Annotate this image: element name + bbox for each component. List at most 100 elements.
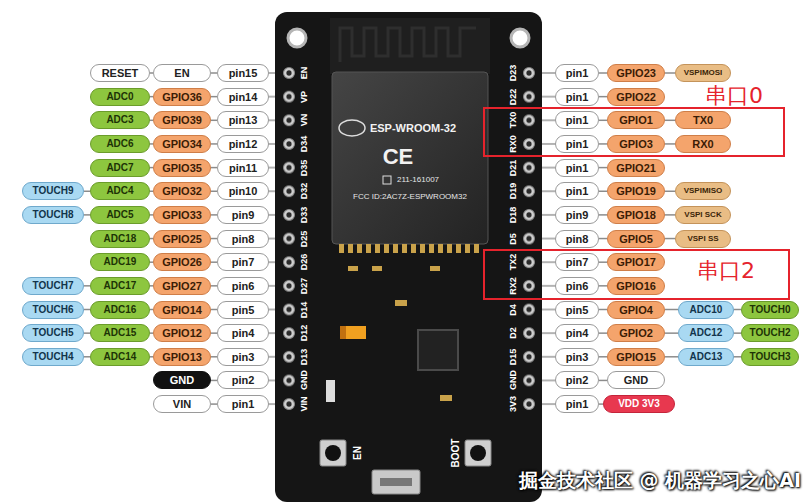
pill-text: pin6 <box>232 278 255 294</box>
gpio-pill: GPIO21 <box>607 159 665 177</box>
blue-pill: TOUCH4 <box>22 348 84 366</box>
pin-pill: pin6 <box>217 277 269 295</box>
pill-text: GND <box>170 372 194 388</box>
pill-text: VSPI SS <box>687 231 718 247</box>
silkscreen-label: D4 <box>509 304 519 316</box>
gpio-pill: GPIO19 <box>607 182 665 200</box>
blue-pill: TOUCH8 <box>22 206 84 224</box>
gpio-pill: GPIO15 <box>607 348 665 366</box>
pill-text: ADC10 <box>690 302 723 318</box>
pin-pill: pin5 <box>217 301 269 319</box>
pin-pill: VIN <box>153 395 211 413</box>
silkscreen-label: VN <box>300 114 310 127</box>
pill-text: RESET <box>102 65 139 81</box>
pill-text: pin2 <box>232 372 255 388</box>
power-pill: VDD 3V3 <box>603 395 675 413</box>
gpio-pill: GPIO23 <box>607 64 665 82</box>
pin-connector <box>599 72 607 74</box>
registered-mark <box>383 176 391 184</box>
pill-text: ADC4 <box>106 183 133 199</box>
pin-pill: pin8 <box>217 230 269 248</box>
silkscreen-label: D25 <box>300 230 310 247</box>
gpio-pill: GPIO17 <box>607 253 665 271</box>
pin-pill: EN <box>153 64 211 82</box>
pin-connector <box>665 332 678 334</box>
pill-text: GPIO21 <box>616 160 656 176</box>
pill-text: pin5 <box>232 302 255 318</box>
silkscreen-label: EN <box>300 67 310 80</box>
pill-text: GPIO12 <box>162 325 202 341</box>
pill-text: pin4 <box>566 325 589 341</box>
antenna-area <box>330 18 490 74</box>
pin-connector <box>665 238 675 240</box>
ce-mark: CE <box>383 145 414 169</box>
pill-text: GPIO33 <box>162 207 202 223</box>
pill-text: GPIO2 <box>619 325 653 341</box>
pill-text: TOUCH2 <box>750 325 791 341</box>
mounting-hole <box>511 29 529 47</box>
wifi-logo <box>339 120 365 136</box>
pill-text: pin8 <box>232 231 255 247</box>
pill-text: pin3 <box>232 349 255 365</box>
green-pill: ADC4 <box>90 182 150 200</box>
tantalum-capacitor <box>340 326 366 339</box>
button-cap <box>325 445 341 461</box>
usb-uart-chip <box>418 330 458 370</box>
gpio-pill: GPIO18 <box>607 206 665 224</box>
pin-pill: pin14 <box>217 88 269 106</box>
pill-text: TOUCH0 <box>750 302 791 318</box>
silkscreen-label: D32 <box>300 183 310 200</box>
gpio-pill: GPIO25 <box>153 230 211 248</box>
pill-text: pin15 <box>229 65 258 81</box>
pill-text: pin9 <box>232 207 255 223</box>
pin-connector <box>599 167 607 169</box>
pill-text: GPIO1 <box>619 112 653 128</box>
pin-connector <box>665 309 678 311</box>
green-pill: ADC7 <box>90 159 150 177</box>
pill-text: pin1 <box>566 160 589 176</box>
pill-text: VDD 3V3 <box>618 396 660 412</box>
pill-text: pin14 <box>229 89 258 105</box>
silkscreen-label: D12 <box>300 325 310 342</box>
pin-connector <box>665 143 675 145</box>
silkscreen-label: D27 <box>300 278 310 295</box>
pill-text: pin3 <box>566 349 589 365</box>
pin-pill: pin8 <box>555 230 599 248</box>
blue-pill: TOUCH6 <box>22 301 84 319</box>
pill-text: pin9 <box>566 207 589 223</box>
pill-text: pin10 <box>229 183 258 199</box>
pill-text: TOUCH7 <box>33 278 74 294</box>
pin-pill: pin1 <box>555 159 599 177</box>
green-pill: ADC19 <box>90 253 150 271</box>
gpio-pill: GPIO26 <box>153 253 211 271</box>
silkscreen-label: D22 <box>509 88 519 105</box>
silkscreen-label: VIN <box>300 397 310 412</box>
pin-pill: pin5 <box>555 301 599 319</box>
boot-button <box>465 440 491 466</box>
green-pill: ADC6 <box>90 135 150 153</box>
pin-pill: pin1 <box>555 64 599 82</box>
pill-text: GPIO3 <box>619 136 653 152</box>
pin-connector <box>599 380 607 382</box>
micro-usb <box>372 470 420 494</box>
pill-text: EN <box>174 65 189 81</box>
smd-part <box>326 380 335 402</box>
pin-connector <box>599 261 607 263</box>
pill-text: GPIO27 <box>162 278 202 294</box>
pin-connector <box>599 285 607 287</box>
gpio-pill: GPIO39 <box>153 111 211 129</box>
green-pill: ADC16 <box>90 301 150 319</box>
pill-text: pin7 <box>566 254 589 270</box>
module-name: ESP-WROOM-32 <box>370 122 456 134</box>
pin-pill: pin3 <box>555 348 599 366</box>
silkscreen-label: GND <box>300 370 310 390</box>
smd-part <box>395 300 407 306</box>
pill-text: pin1 <box>566 136 589 152</box>
pill-text: GPIO13 <box>162 349 202 365</box>
pin-connector <box>599 143 607 145</box>
pill-text: pin1 <box>566 112 589 128</box>
left-header-holes <box>282 61 296 416</box>
pill-text: ADC7 <box>106 160 133 176</box>
pin-pill: pin2 <box>555 371 599 389</box>
